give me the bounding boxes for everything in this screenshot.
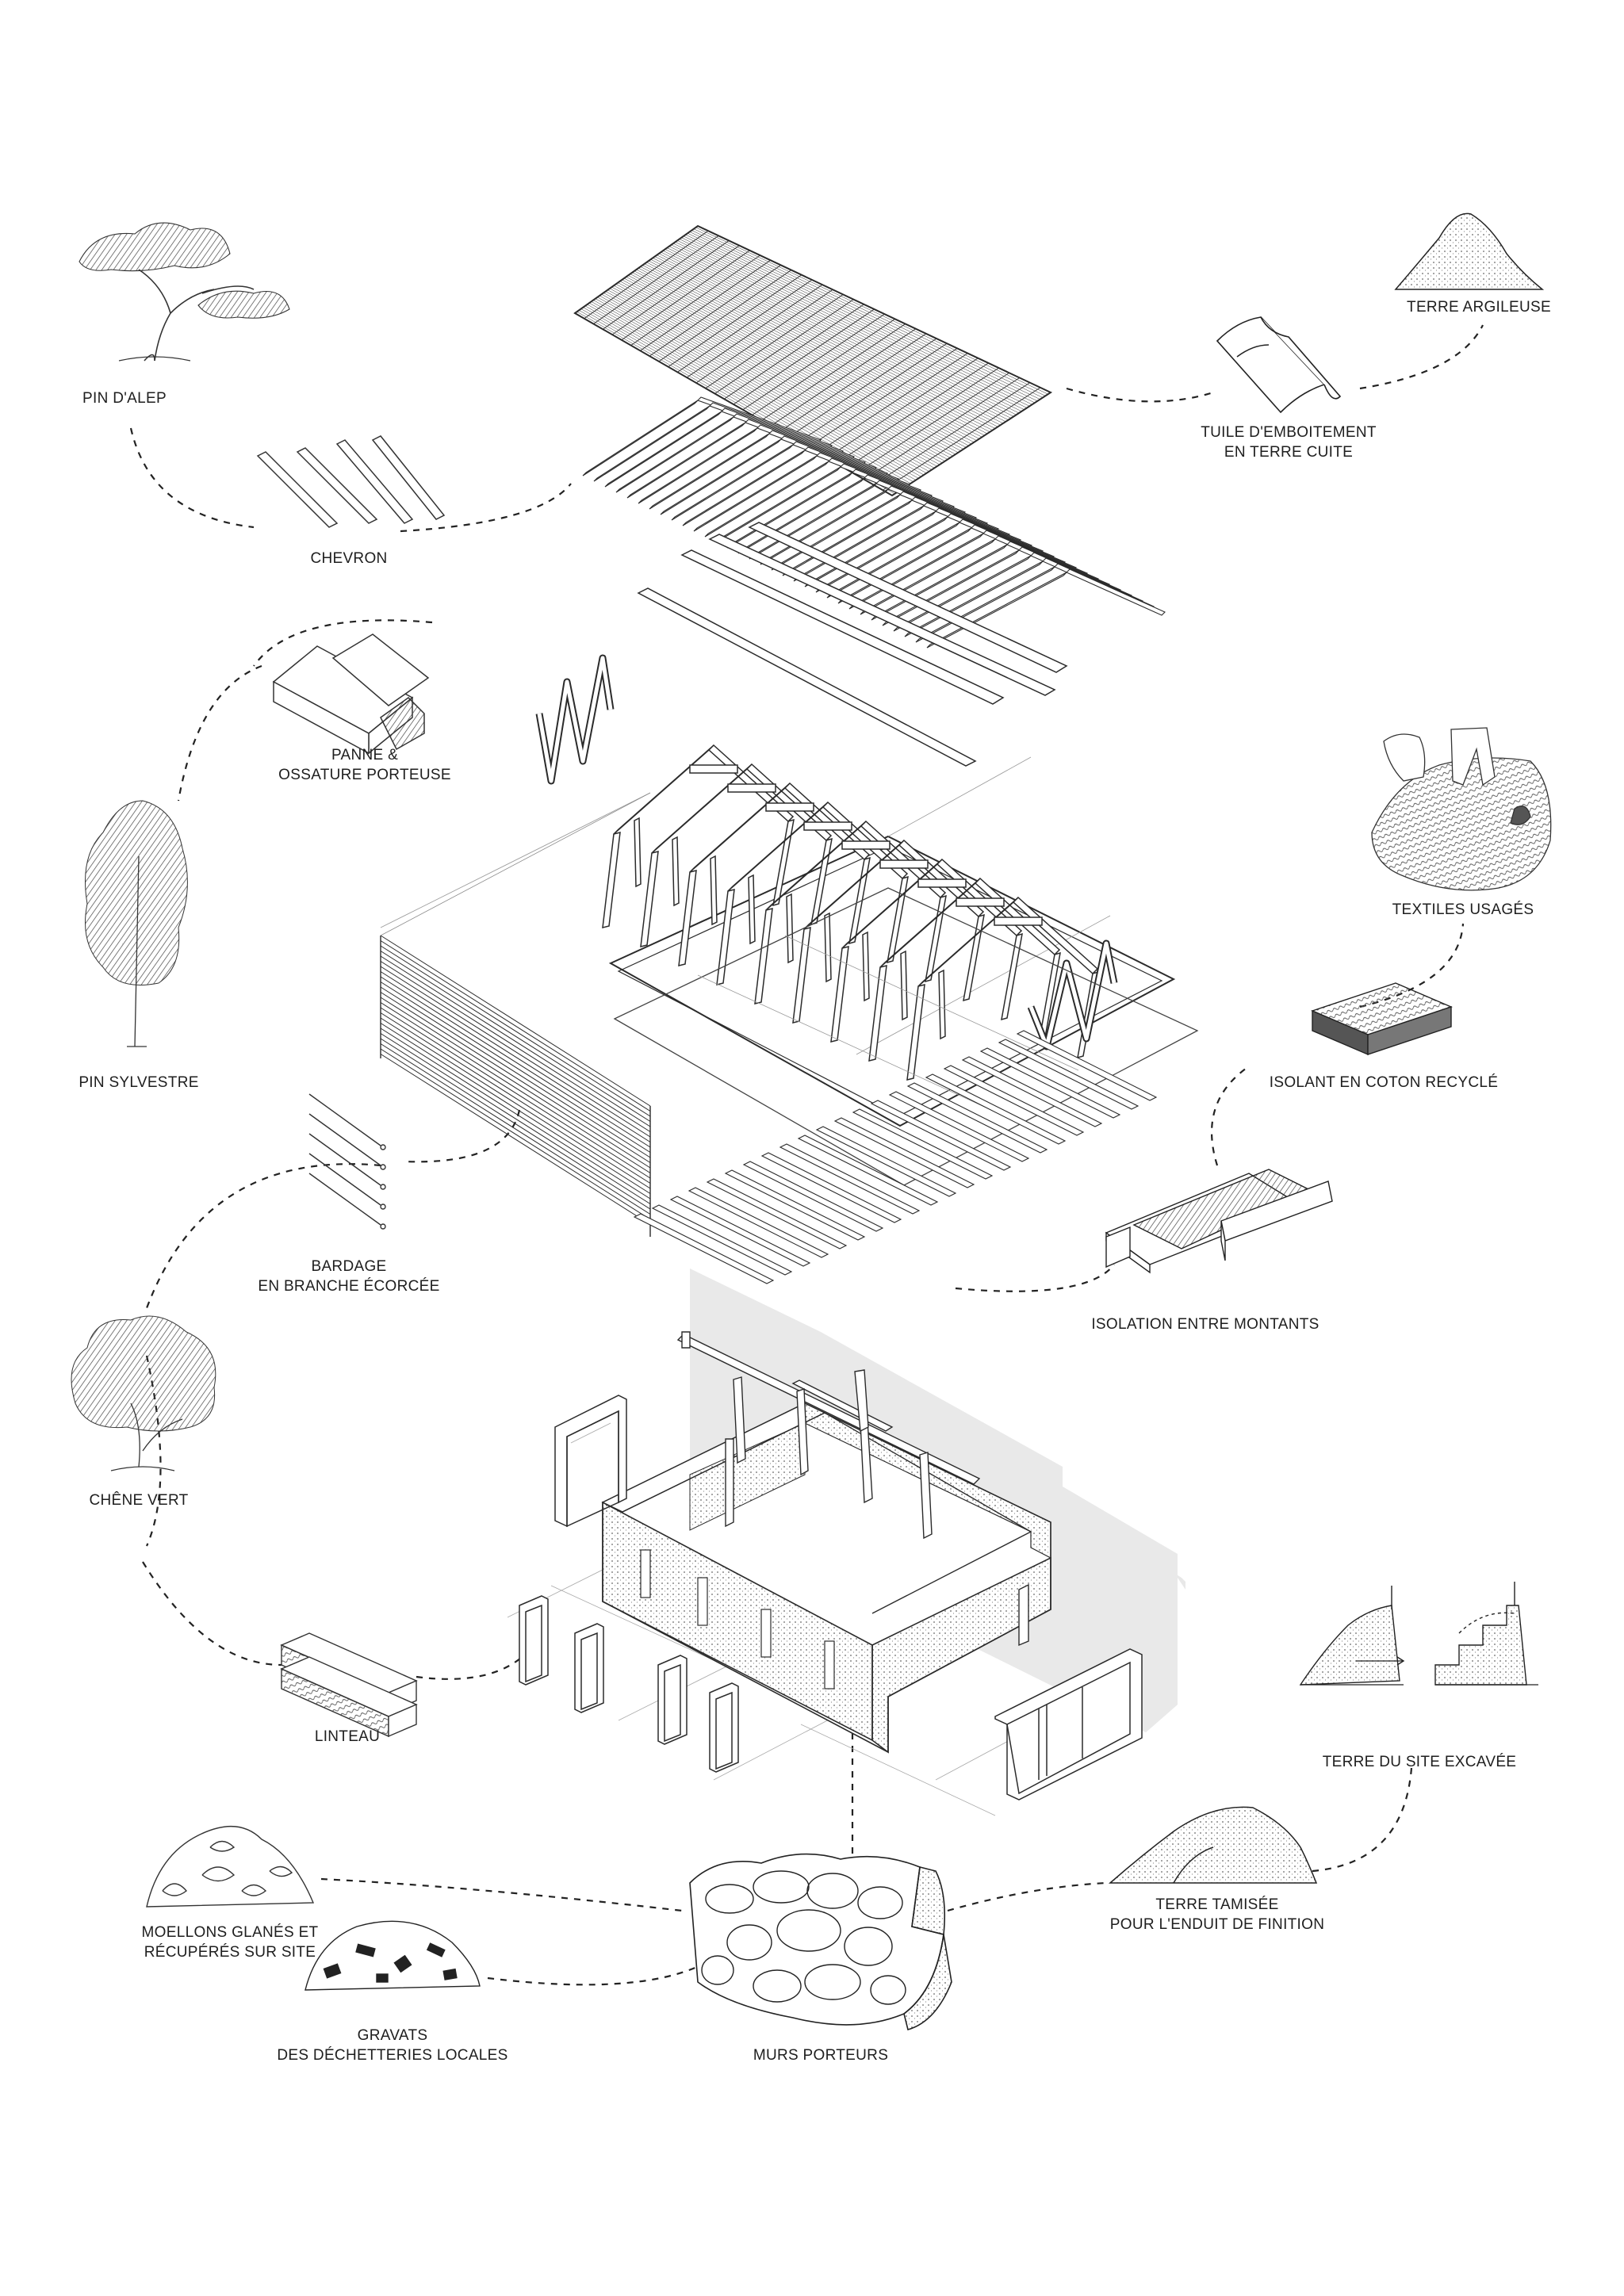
- cotton-block-icon: [1311, 982, 1453, 1056]
- sifted-earth-pile-icon: [1109, 1806, 1318, 1884]
- label-textiles: TEXTILES USAGÉS: [1392, 900, 1534, 920]
- roof-tile-layer: [573, 224, 1053, 497]
- label-text: MURS PORTEURS: [753, 2047, 889, 2064]
- rubble-pile-icon: [304, 1920, 481, 1991]
- label-text: TUILE D'EMBOITEMENT: [1201, 424, 1377, 441]
- pine-tree-icon: [79, 222, 290, 362]
- label-text: ISOLATION ENTRE MONTANTS: [1091, 1316, 1320, 1333]
- rubble-pile-icon: [146, 1826, 315, 1908]
- label-murs-porteurs: MURS PORTEURS: [753, 2045, 888, 2065]
- label-isolant-coton: ISOLANT EN COTON RECYCLÉ: [1270, 1073, 1498, 1093]
- rafter-sticks-icon: [256, 435, 446, 528]
- label-text: LINTEAU: [314, 1728, 381, 1745]
- rafter-layer: [582, 396, 1166, 649]
- beam-stack-icon: [272, 633, 430, 755]
- label-linteau: LINTEAU: [315, 1727, 380, 1747]
- roof-tile-icon: [1216, 316, 1342, 414]
- label-text: MOELLONS GLANÉS ET: [141, 1924, 319, 1941]
- label-chevron: CHEVRON: [310, 549, 387, 568]
- joist-layer: [633, 1030, 1158, 1284]
- floor-plate: [613, 887, 1199, 1186]
- branch-sticks-icon: [308, 1093, 386, 1230]
- label-terre-site: TERRE DU SITE EXCAVÉE: [1323, 1752, 1517, 1772]
- label-isolation-montants: ISOLATION ENTRE MONTANTS: [1091, 1314, 1319, 1334]
- label-text: RÉCUPÉRÉS SUR SITE: [144, 1944, 316, 1961]
- scots-pine-icon: [85, 800, 188, 1047]
- connector-lines: [129, 324, 1484, 1986]
- label-text: ISOLANT EN COTON RECYCLÉ: [1269, 1074, 1499, 1091]
- label-bardage: BARDAGE EN BRANCHE ÉCORCÉE: [258, 1257, 439, 1296]
- label-text: EN BRANCHE ÉCORCÉE: [258, 1278, 440, 1295]
- label-text: BARDAGE: [311, 1258, 387, 1275]
- label-text: TERRE DU SITE EXCAVÉE: [1322, 1754, 1517, 1770]
- label-pin-sylvestre: PIN SYLVESTRE: [79, 1073, 198, 1093]
- label-text: PANNE &: [331, 747, 399, 763]
- label-text: CHEVRON: [310, 550, 388, 567]
- label-text: PIN SYLVESTRE: [79, 1074, 199, 1091]
- insulation-panel-icon: [1105, 1169, 1333, 1274]
- label-text: CHÊNE VERT: [89, 1492, 189, 1509]
- lintel-blocks-icon: [280, 1632, 418, 1738]
- purlin-layer: [637, 522, 1068, 767]
- label-terre-argileuse: TERRE ARGILEUSE: [1407, 297, 1551, 317]
- stone-wall-section-icon: [689, 1853, 952, 2030]
- label-text: POUR L'ENDUIT DE FINITION: [1109, 1916, 1325, 1933]
- label-text: TERRE ARGILEUSE: [1407, 299, 1551, 316]
- label-text: PIN D'ALEP: [82, 390, 167, 407]
- label-text: DES DÉCHETTERIES LOCALES: [277, 2047, 508, 2064]
- label-terre-tamisee: TERRE TAMISÉE POUR L'ENDUIT DE FINITION: [1110, 1895, 1324, 1934]
- clay-earth-icon: [1394, 212, 1545, 290]
- ground-floor: [507, 1269, 1185, 1816]
- label-pin-alep: PIN D'ALEP: [82, 388, 167, 408]
- label-tuile: TUILE D'EMBOITEMENT EN TERRE CUITE: [1201, 423, 1377, 462]
- timber-frame: [380, 654, 1176, 1127]
- label-moellons: MOELLONS GLANÉS ET RÉCUPÉRÉS SUR SITE: [142, 1923, 319, 1962]
- label-text: TEXTILES USAGÉS: [1392, 901, 1534, 918]
- label-panne: PANNE & OSSATURE PORTEUSE: [278, 745, 451, 785]
- window-frames: [519, 1395, 1143, 1800]
- used-textiles-icon: [1371, 727, 1552, 891]
- label-text: OSSATURE PORTEUSE: [278, 767, 451, 783]
- label-text: TERRE TAMISÉE: [1155, 1896, 1279, 1913]
- label-text: EN TERRE CUITE: [1224, 444, 1354, 461]
- label-chene-vert: CHÊNE VERT: [89, 1490, 188, 1510]
- label-text: GRAVATS: [357, 2027, 428, 2044]
- label-gravats: GRAVATS DES DÉCHETTERIES LOCALES: [277, 2026, 508, 2065]
- branch-cladding-stack: [380, 792, 651, 1237]
- oak-tree-icon: [71, 1315, 216, 1471]
- excavated-earth-icon: [1299, 1582, 1538, 1686]
